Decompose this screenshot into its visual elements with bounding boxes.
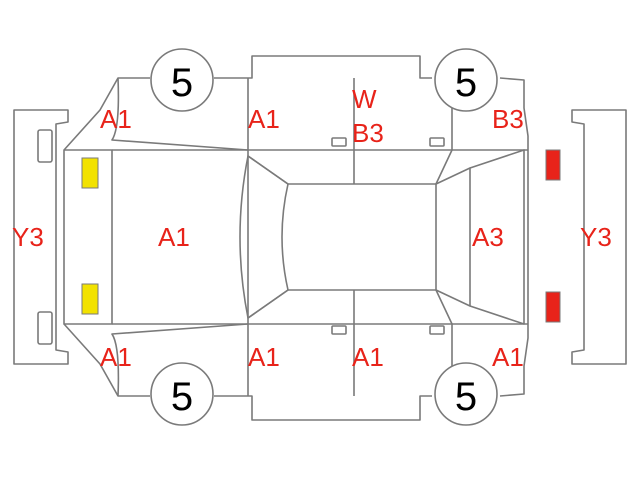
- code-rear-bumper: Y3: [580, 222, 612, 252]
- tire-number-front-left: 5: [171, 61, 193, 105]
- hood-panel: [112, 149, 249, 325]
- code-bottom-rear-quarter: A1: [492, 342, 524, 372]
- code-top-rear-quarter: B3: [492, 104, 524, 134]
- front-bumper-slot-bottom: [37, 311, 53, 345]
- roof: [288, 183, 437, 291]
- code-front-bumper: Y3: [12, 222, 44, 252]
- body-side-bottom: [63, 323, 529, 421]
- top-door-lines: [247, 78, 470, 184]
- rear-window: [435, 167, 471, 307]
- rear-lamp-bottom: [545, 291, 561, 323]
- code-top-front-fender: A1: [100, 104, 132, 134]
- rear-bumper: [571, 109, 627, 365]
- front-lamp-top: [81, 157, 99, 189]
- front-bumper: [13, 109, 69, 365]
- tire-number-front-right: 5: [171, 375, 193, 419]
- tire-rear-left: [434, 48, 498, 112]
- tire-rear-right: [434, 362, 498, 426]
- handle-top-front: [331, 137, 347, 147]
- bottom-door-lines: [247, 290, 470, 396]
- front-bumper-slot-top: [37, 129, 53, 163]
- tire-front-left: [150, 48, 214, 112]
- code-bottom-front-fender: A1: [100, 342, 132, 372]
- trunk-lid: [469, 149, 525, 325]
- body-side-top: [63, 55, 529, 151]
- handle-top-rear: [429, 137, 445, 147]
- rear-panel: [470, 149, 529, 325]
- front-lamp-bottom: [81, 283, 99, 315]
- code-hood: A1: [158, 222, 190, 252]
- code-bottom-front-door: A1: [248, 342, 280, 372]
- code-top-front-door: A1: [248, 104, 280, 134]
- tire-front-right: [150, 362, 214, 426]
- code-top-rear-door-b3: B3: [352, 118, 384, 148]
- rear-lamp-top: [545, 149, 561, 181]
- pillar-lines: [247, 149, 453, 325]
- code-bottom-rear-door: A1: [352, 342, 384, 372]
- code-top-rear-door-w: W: [352, 84, 377, 114]
- handle-bottom-rear: [429, 325, 445, 335]
- tire-number-rear-left: 5: [455, 61, 477, 105]
- handle-bottom-front: [331, 325, 347, 335]
- code-trunk: A3: [472, 222, 504, 252]
- tire-number-rear-right: 5: [455, 375, 477, 419]
- front-fender-top: [111, 77, 249, 151]
- front-fender-bottom: [111, 323, 249, 397]
